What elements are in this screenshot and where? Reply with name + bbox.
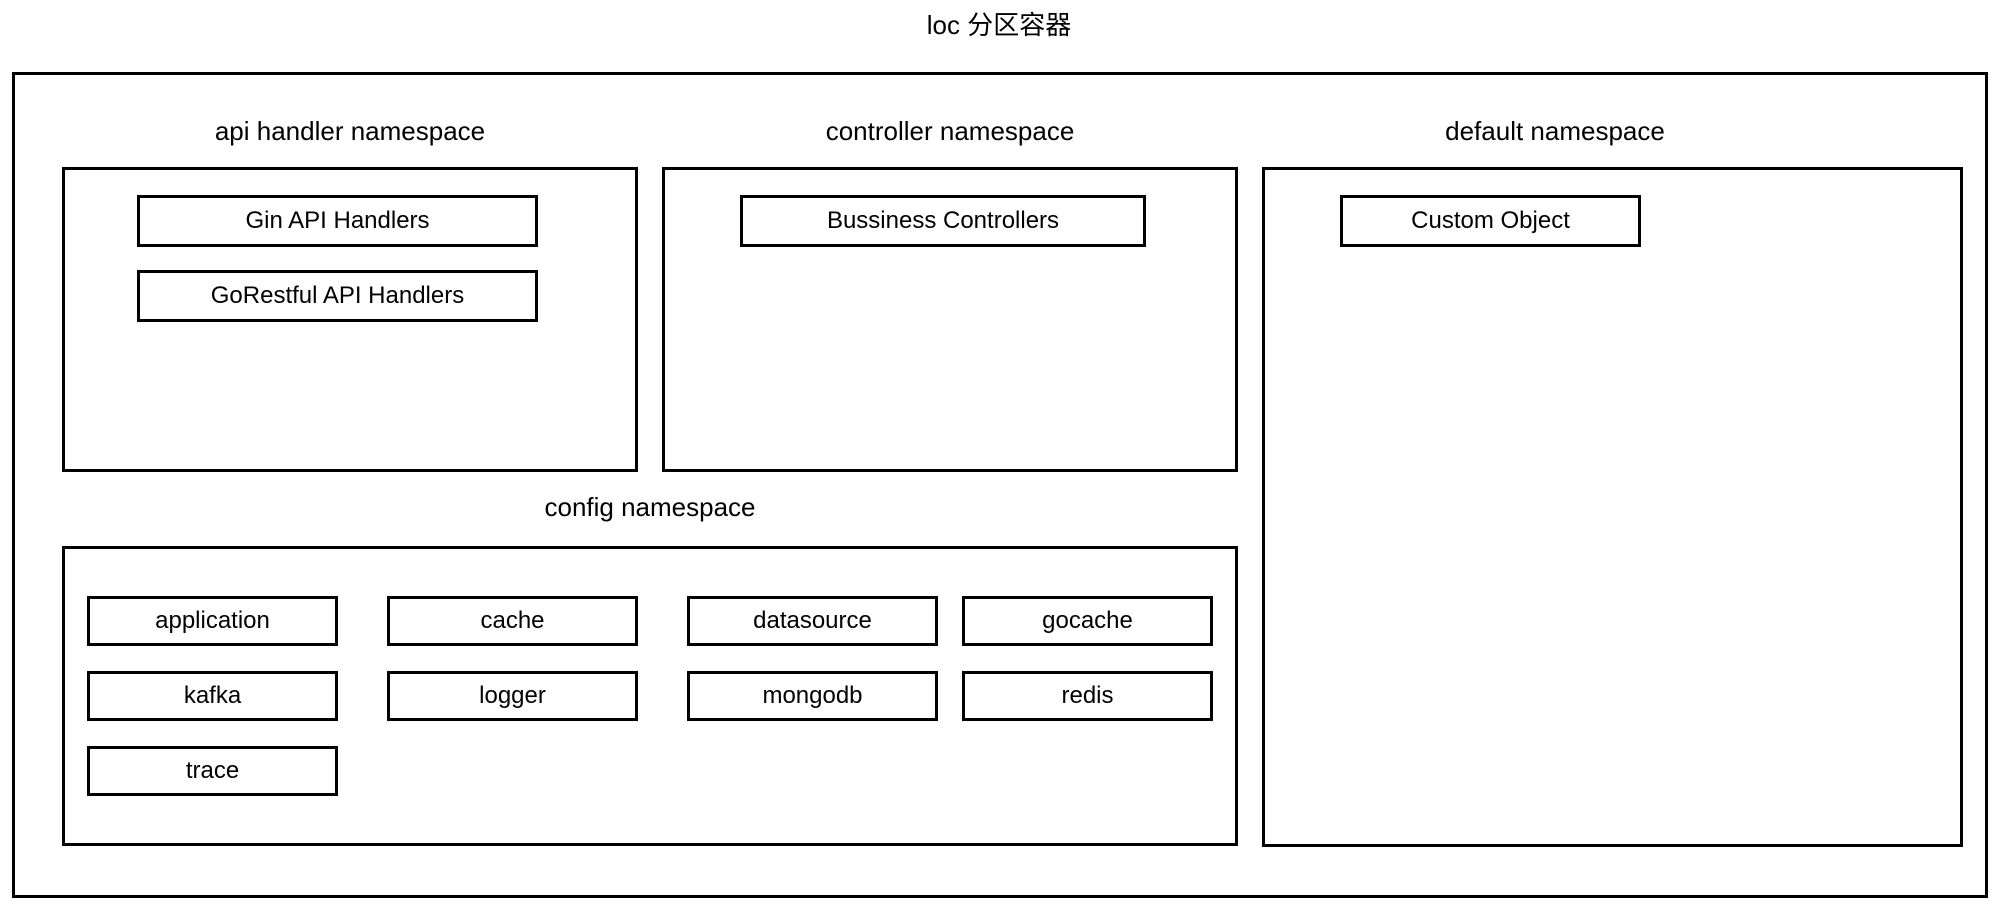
- node-redis: redis: [962, 671, 1213, 721]
- node-bussiness-controllers: Bussiness Controllers: [740, 195, 1146, 247]
- node-gorestful-api-handlers: GoRestful API Handlers: [137, 270, 538, 322]
- node-trace: trace: [87, 746, 338, 796]
- node-kafka: kafka: [87, 671, 338, 721]
- api-handler-namespace-label: api handler namespace: [214, 116, 486, 146]
- node-gocache: gocache: [962, 596, 1213, 646]
- node-application: application: [87, 596, 338, 646]
- controller-namespace-label: controller namespace: [825, 116, 1075, 146]
- node-cache: cache: [387, 596, 638, 646]
- diagram-title: loc 分区容器: [926, 10, 1072, 40]
- default-namespace-box: [1262, 167, 1963, 847]
- node-custom-object: Custom Object: [1340, 195, 1641, 247]
- node-mongodb: mongodb: [687, 671, 938, 721]
- node-datasource: datasource: [687, 596, 938, 646]
- default-namespace-label: default namespace: [1445, 116, 1665, 146]
- node-gin-api-handlers: Gin API Handlers: [137, 195, 538, 247]
- node-logger: logger: [387, 671, 638, 721]
- config-namespace-label: config namespace: [544, 492, 756, 522]
